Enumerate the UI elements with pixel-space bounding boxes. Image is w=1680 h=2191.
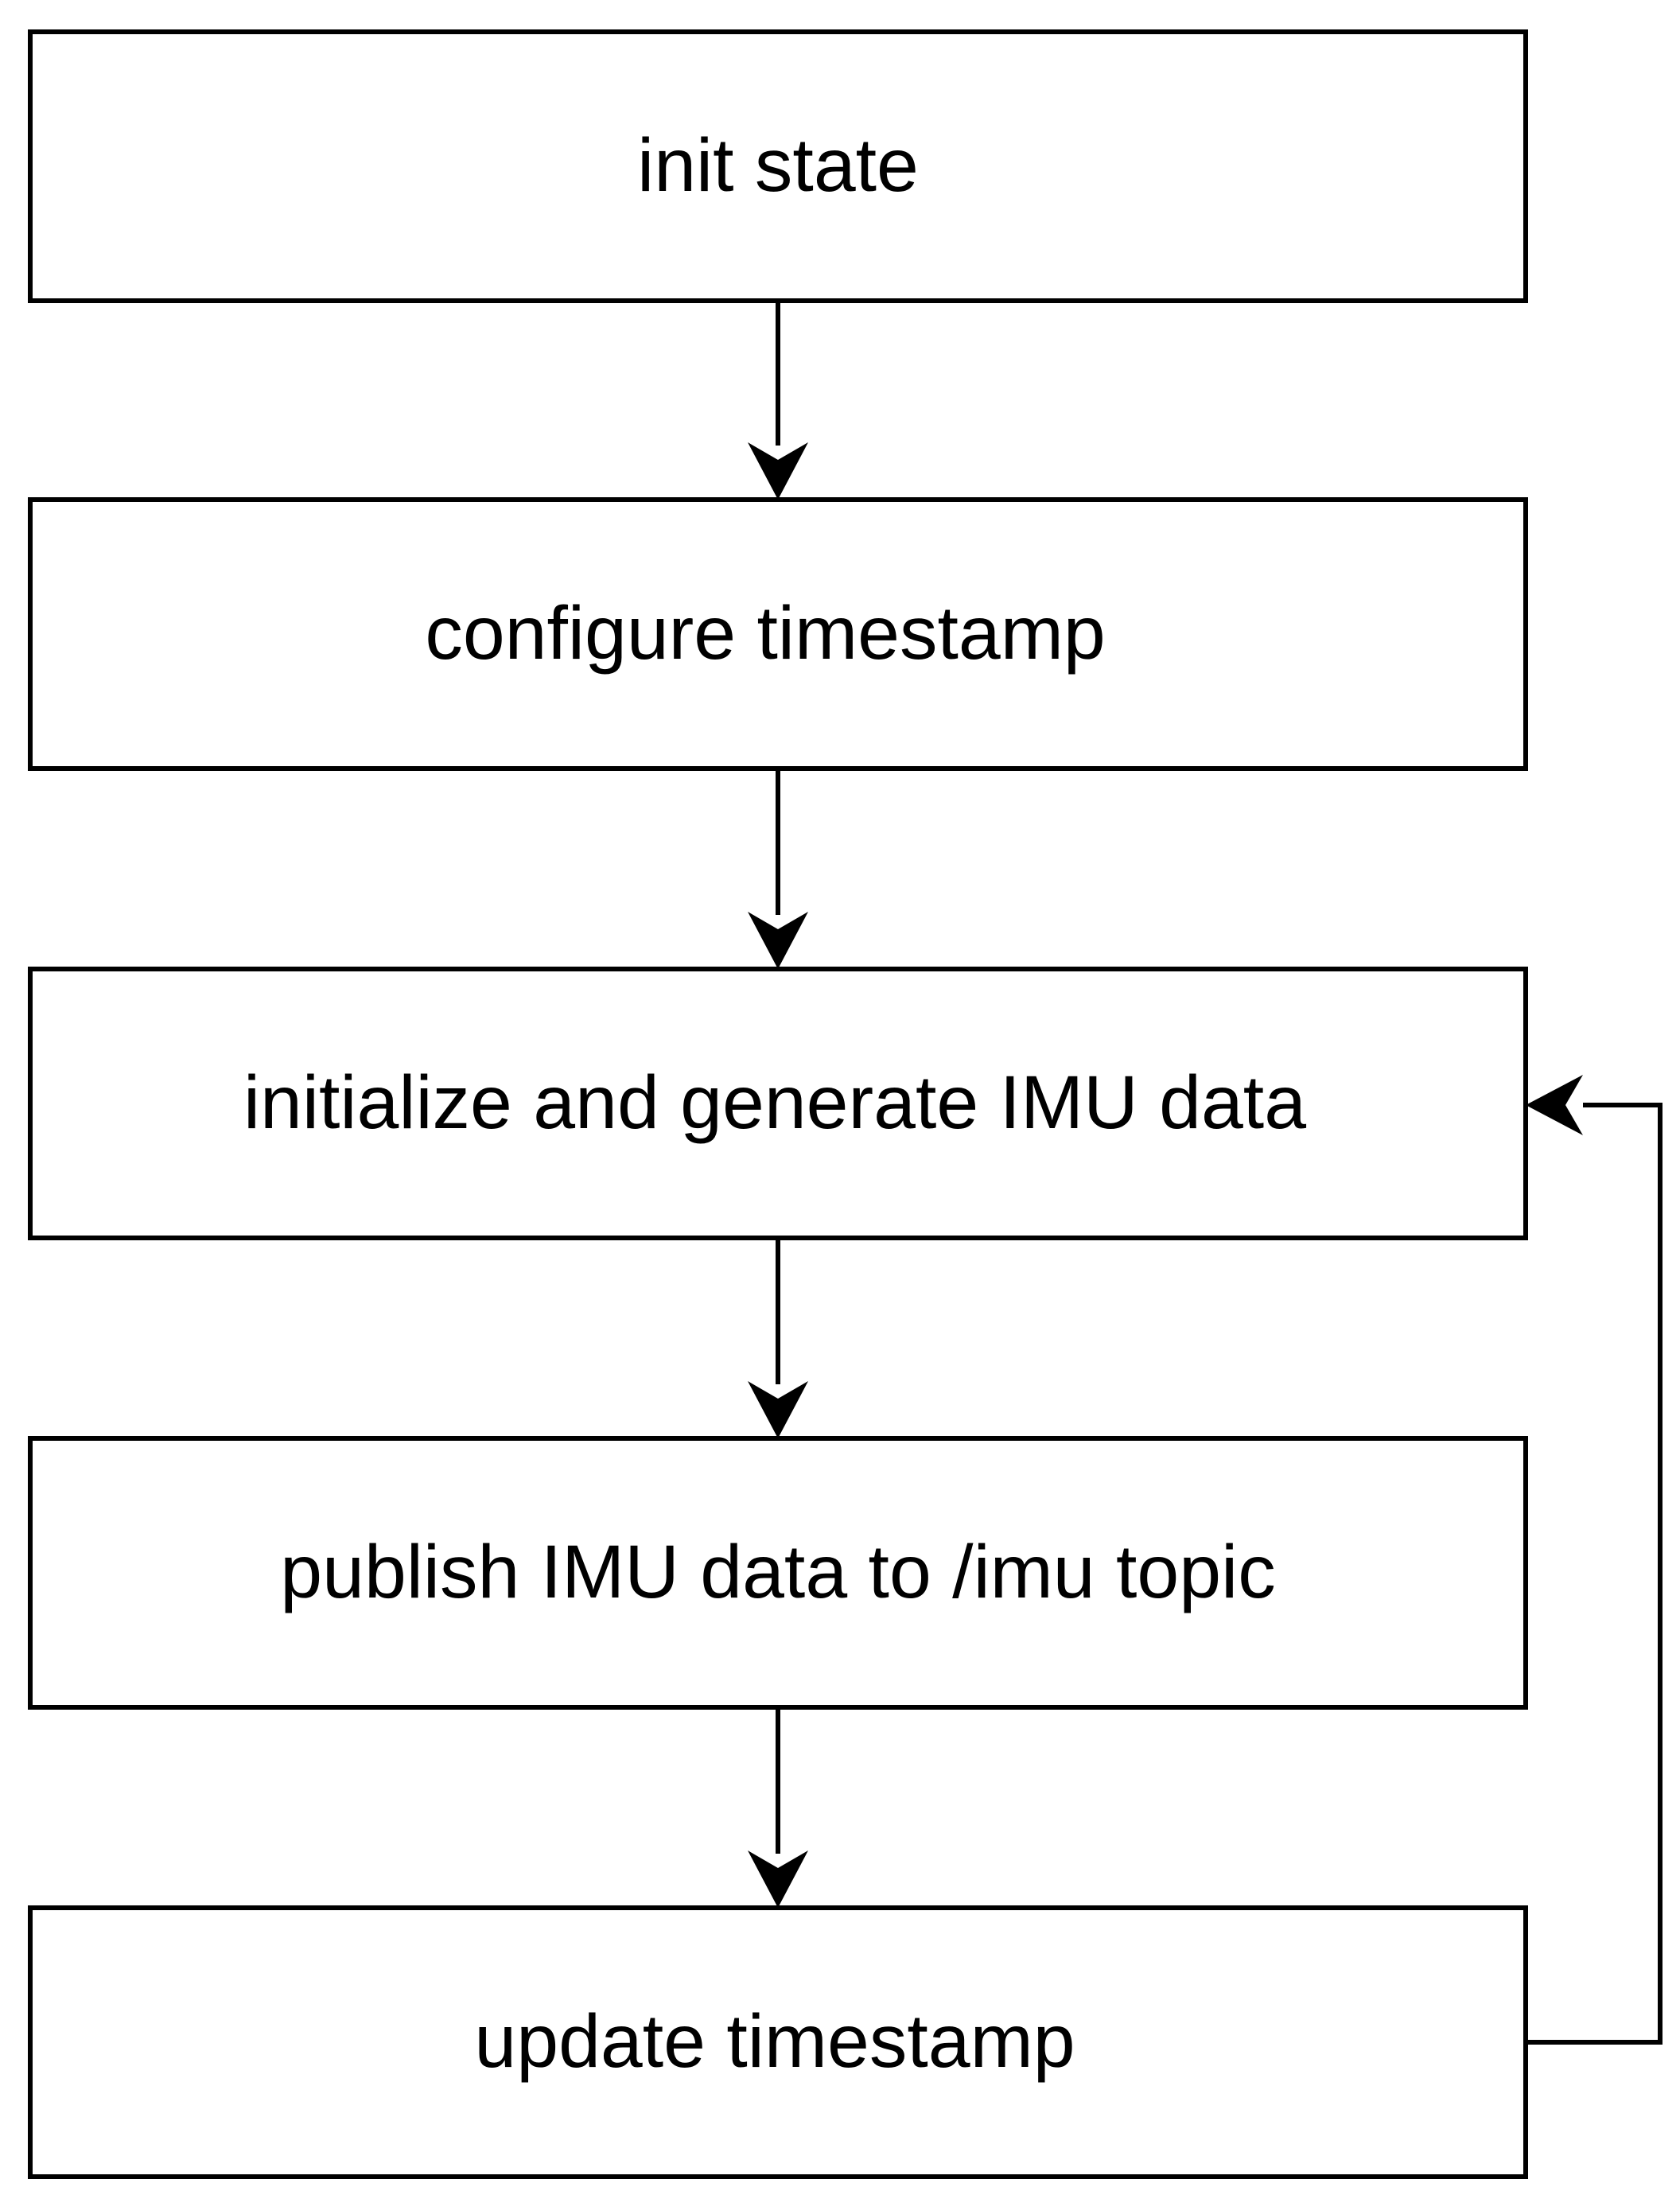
node-init-state: init state bbox=[28, 29, 1528, 303]
node-configure-timestamp: configure timestamp bbox=[28, 497, 1528, 771]
node-initialize-generate-imu: initialize and generate IMU data bbox=[28, 967, 1528, 1240]
arrow-initialize-to-publish bbox=[748, 1238, 808, 1438]
arrowhead-icon bbox=[748, 442, 808, 500]
arrow-publish-to-update bbox=[748, 1707, 808, 1908]
node-publish-imu-data: publish IMU data to /imu topic bbox=[28, 1436, 1528, 1710]
arrow-configure-to-initialize bbox=[748, 769, 808, 969]
node-label: update timestamp bbox=[474, 1999, 1075, 2084]
arrow-init-to-configure bbox=[748, 301, 808, 500]
arrow-update-loop-back-to-initialize bbox=[1526, 1075, 1662, 2045]
arrowhead-icon bbox=[1526, 1075, 1583, 1135]
arrowhead-icon bbox=[748, 912, 808, 969]
node-label: initialize and generate IMU data bbox=[243, 1060, 1306, 1145]
node-update-timestamp: update timestamp bbox=[28, 1905, 1528, 2179]
arrowhead-icon bbox=[748, 1850, 808, 1908]
arrowhead-icon bbox=[748, 1381, 808, 1438]
node-label: publish IMU data to /imu topic bbox=[280, 1530, 1275, 1614]
node-label: init state bbox=[637, 123, 919, 208]
node-label: configure timestamp bbox=[425, 591, 1105, 675]
